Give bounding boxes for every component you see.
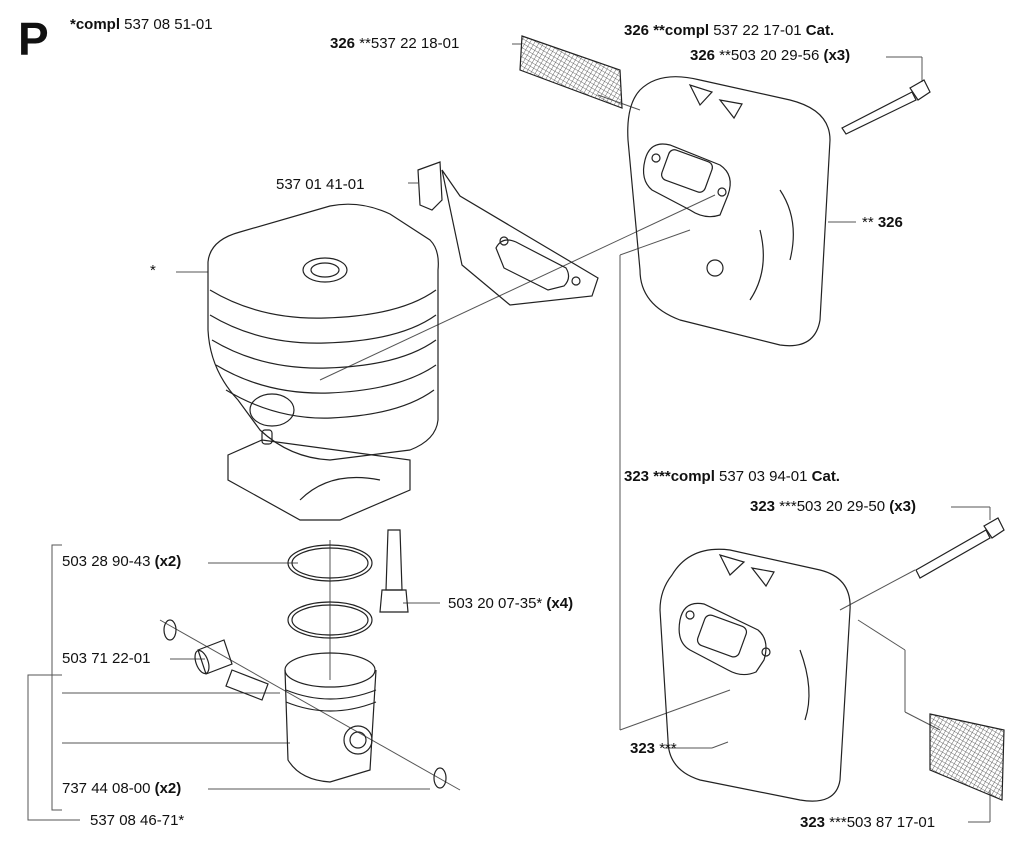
label-piston-ring[interactable]: 503 28 90-43 (x2) bbox=[62, 553, 182, 570]
label-compl-cylinder[interactable]: *compl 537 08 51-01 bbox=[70, 16, 213, 33]
label-piston[interactable]: 537 08 46-71* bbox=[90, 812, 185, 829]
leader-lines bbox=[27, 43, 991, 823]
spark-screen-bottom bbox=[929, 713, 1005, 801]
label-circlip[interactable]: 737 44 08-00 (x2) bbox=[62, 780, 182, 797]
label-cylinder-star[interactable]: * bbox=[150, 262, 156, 279]
label-screen-bottom[interactable]: 323 ***503 87 17-01 bbox=[800, 814, 936, 831]
label-muffler-bottom-catalog[interactable]: 323 ***compl 537 03 94-01 Cat. bbox=[624, 468, 840, 485]
label-cylinder-bolt[interactable]: 503 20 07-35* (x4) bbox=[448, 595, 574, 612]
bolt-bottom bbox=[915, 517, 1005, 579]
heat-shield-plate bbox=[417, 161, 599, 306]
circlip-right bbox=[433, 767, 447, 789]
section-letter: P bbox=[18, 13, 49, 65]
spark-screen-top bbox=[519, 35, 623, 109]
wrist-pin bbox=[225, 669, 269, 701]
piston-ring-upper bbox=[287, 544, 373, 582]
label-muffler-bottom-ref[interactable]: 323 *** bbox=[630, 740, 677, 757]
muffler-bottom bbox=[659, 548, 851, 802]
piston-ring-lower bbox=[287, 601, 373, 639]
cylinder bbox=[207, 203, 439, 521]
bolt-top bbox=[841, 79, 931, 135]
piston bbox=[284, 652, 377, 783]
circlip-left bbox=[163, 619, 177, 641]
label-screen-top[interactable]: 326 **537 22 18-01 bbox=[330, 35, 460, 52]
label-needle-bearing[interactable]: 503 71 22-01 bbox=[62, 650, 151, 667]
label-bolt-bottom[interactable]: 323 ***503 20 29-50 (x3) bbox=[750, 498, 916, 515]
needle-bearing bbox=[194, 639, 233, 675]
label-bolt-top[interactable]: 326 **503 20 29-56 (x3) bbox=[690, 47, 851, 64]
label-muffler-top-ref[interactable]: ** 326 bbox=[862, 214, 903, 231]
cylinder-bolt bbox=[379, 529, 409, 613]
label-muffler-top-catalog[interactable]: 326 **compl 537 22 17-01 Cat. bbox=[624, 22, 835, 39]
label-heat-shield-plate[interactable]: 537 01 41-01 bbox=[276, 176, 365, 193]
muffler-top bbox=[627, 76, 831, 347]
